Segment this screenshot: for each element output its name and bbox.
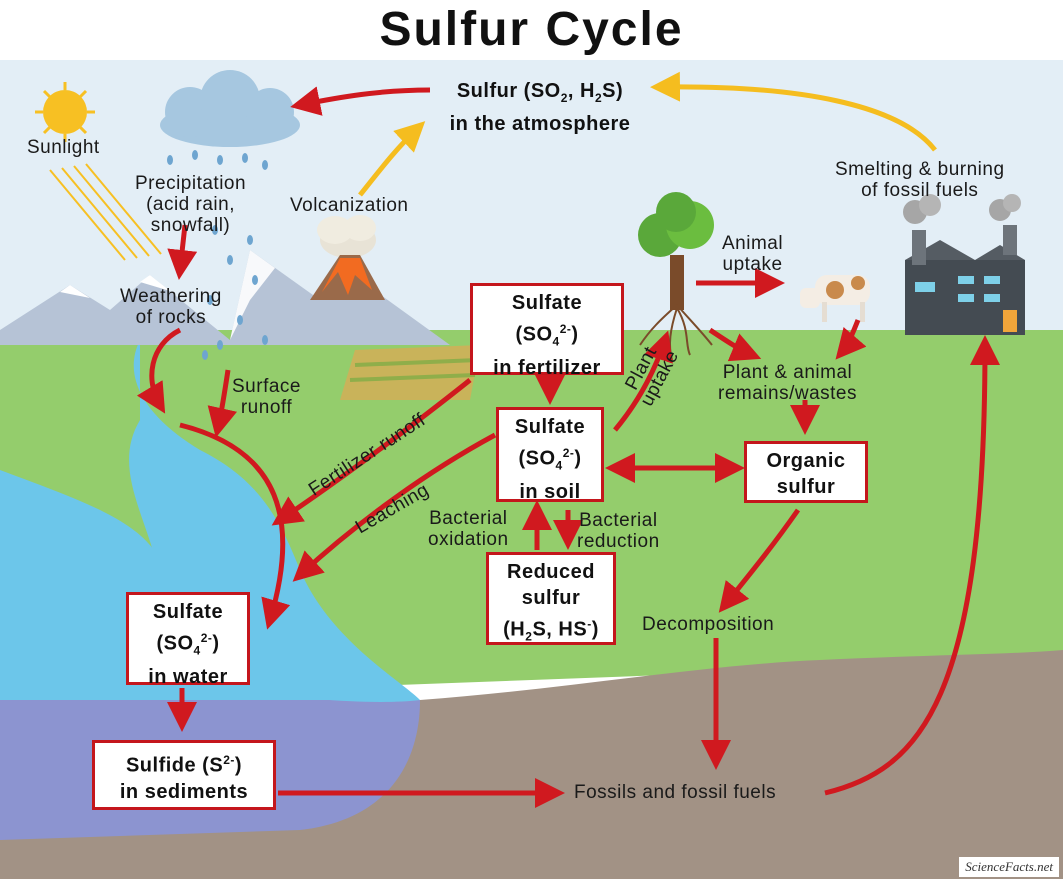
soil-sulfate-box: Sulfate (SO42-) in soil — [496, 407, 604, 503]
yellow-arrows — [358, 71, 937, 197]
diagram-title: Sulfur Cycle — [379, 3, 684, 56]
sun-icon — [43, 90, 87, 134]
farm-field — [340, 345, 480, 400]
fertilizer-sulfate-box: Sulfate (SO42-) in fertilizer — [470, 283, 624, 379]
precipitation-label: Precipitation(acid rain,snowfall) — [135, 173, 247, 236]
organic-sulfur-box: Organic sulfur — [744, 441, 868, 503]
tree-icon — [638, 192, 714, 361]
cloud-icon — [160, 70, 300, 147]
reduced-sulfur-box: Reduced sulfur (H2S, HS-) — [486, 552, 616, 645]
cow-icon — [800, 275, 870, 322]
mountains — [0, 250, 450, 345]
decomposition-label: Decomposition — [642, 614, 775, 635]
volcano-icon — [310, 215, 385, 300]
sunlight-label: Sunlight — [27, 137, 100, 158]
volcanization-label: Volcanization — [290, 195, 409, 216]
sciencefacts-logo: ScienceFacts.net — [959, 857, 1059, 877]
atmosphere-label: Sulfur (SO2, H2S) in the atmosphere — [449, 80, 631, 135]
fossils-label: Fossils and fossil fuels — [574, 782, 777, 803]
water-sulfate-box: Sulfate (SO42-) in water — [126, 592, 250, 688]
red-arrows — [136, 86, 1000, 808]
river — [0, 470, 420, 700]
factory-icon — [903, 194, 1025, 335]
rain-drops — [167, 150, 268, 360]
sediments-sulfide-box: Sulfide (S2-) in sediments — [92, 740, 276, 810]
